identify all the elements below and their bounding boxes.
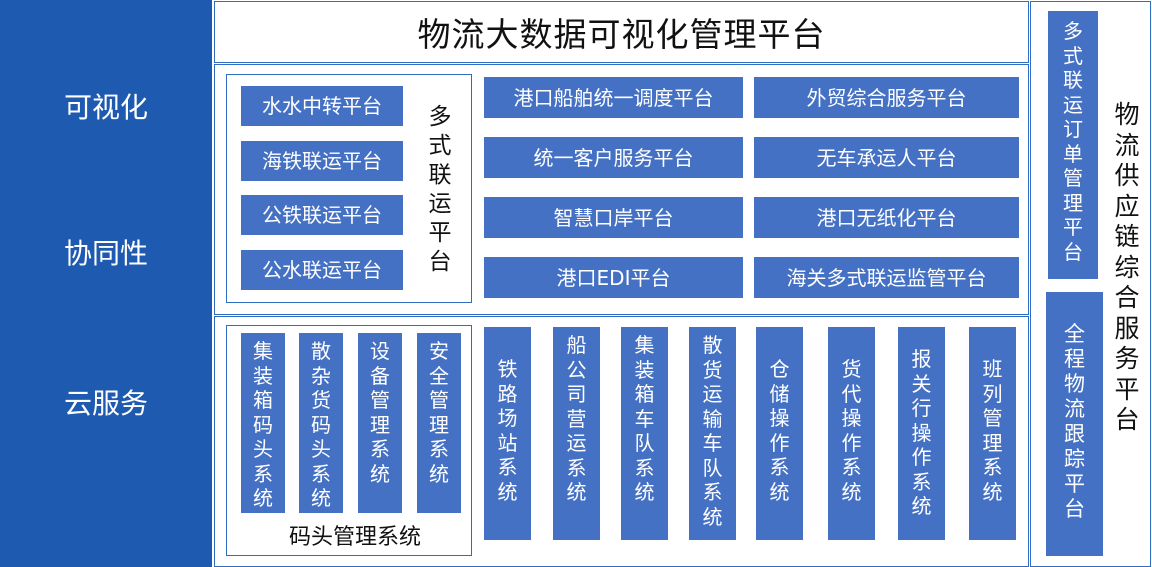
wharf-system: 散杂货码头系统 xyxy=(299,333,343,513)
system-box: 铁路场站系统 xyxy=(484,327,531,540)
sidebar-item-cloud-service: 云服务 xyxy=(63,387,148,420)
multimodal-label: 多式联运平台 xyxy=(428,104,452,275)
page-title: 物流大数据可视化管理平台 xyxy=(214,1,1029,63)
platform-box: 无车承运人平台 xyxy=(754,137,1019,178)
system-box: 货代操作系统 xyxy=(828,327,875,540)
supply-chain-platform-title: 物流供应链综合服务平台 xyxy=(1114,100,1140,434)
wharf-system: 集装箱码头系统 xyxy=(241,333,285,513)
platform-box: 外贸综合服务平台 xyxy=(754,77,1019,118)
system-box: 船公司营运系统 xyxy=(553,327,600,540)
platform-box: 港口船舶统一调度平台 xyxy=(484,77,743,118)
multimodal-item: 公水联运平台 xyxy=(241,250,403,290)
platform-box: 智慧口岸平台 xyxy=(484,197,743,238)
wharf-system: 设备管理系统 xyxy=(358,333,402,513)
multimodal-item: 水水中转平台 xyxy=(241,86,403,126)
order-platform-box: 多式联运订单管理平台 xyxy=(1048,11,1098,279)
tracking-platform-box: 全程物流跟踪平台 xyxy=(1046,292,1103,556)
multimodal-item: 公铁联运平台 xyxy=(241,195,403,235)
wharf-label: 码头管理系统 xyxy=(260,519,450,551)
system-box: 报关行操作系统 xyxy=(898,327,945,540)
system-box: 散货运输车队系统 xyxy=(689,327,736,540)
wharf-system: 安全管理系统 xyxy=(417,333,461,513)
system-box: 班列管理系统 xyxy=(969,327,1016,540)
system-box: 仓储操作系统 xyxy=(756,327,803,540)
platform-box: 港口EDI平台 xyxy=(484,257,743,298)
system-box: 集装箱车队系统 xyxy=(621,327,668,540)
sidebar-item-collaboration: 协同性 xyxy=(63,237,148,270)
platform-box: 统一客户服务平台 xyxy=(484,137,743,178)
platform-box: 港口无纸化平台 xyxy=(754,197,1019,238)
sidebar-item-visualization: 可视化 xyxy=(63,91,148,124)
multimodal-item: 海铁联运平台 xyxy=(241,141,403,181)
platform-box: 海关多式联运监管平台 xyxy=(754,257,1019,298)
sidebar: 可视化 协同性 云服务 xyxy=(0,0,212,567)
